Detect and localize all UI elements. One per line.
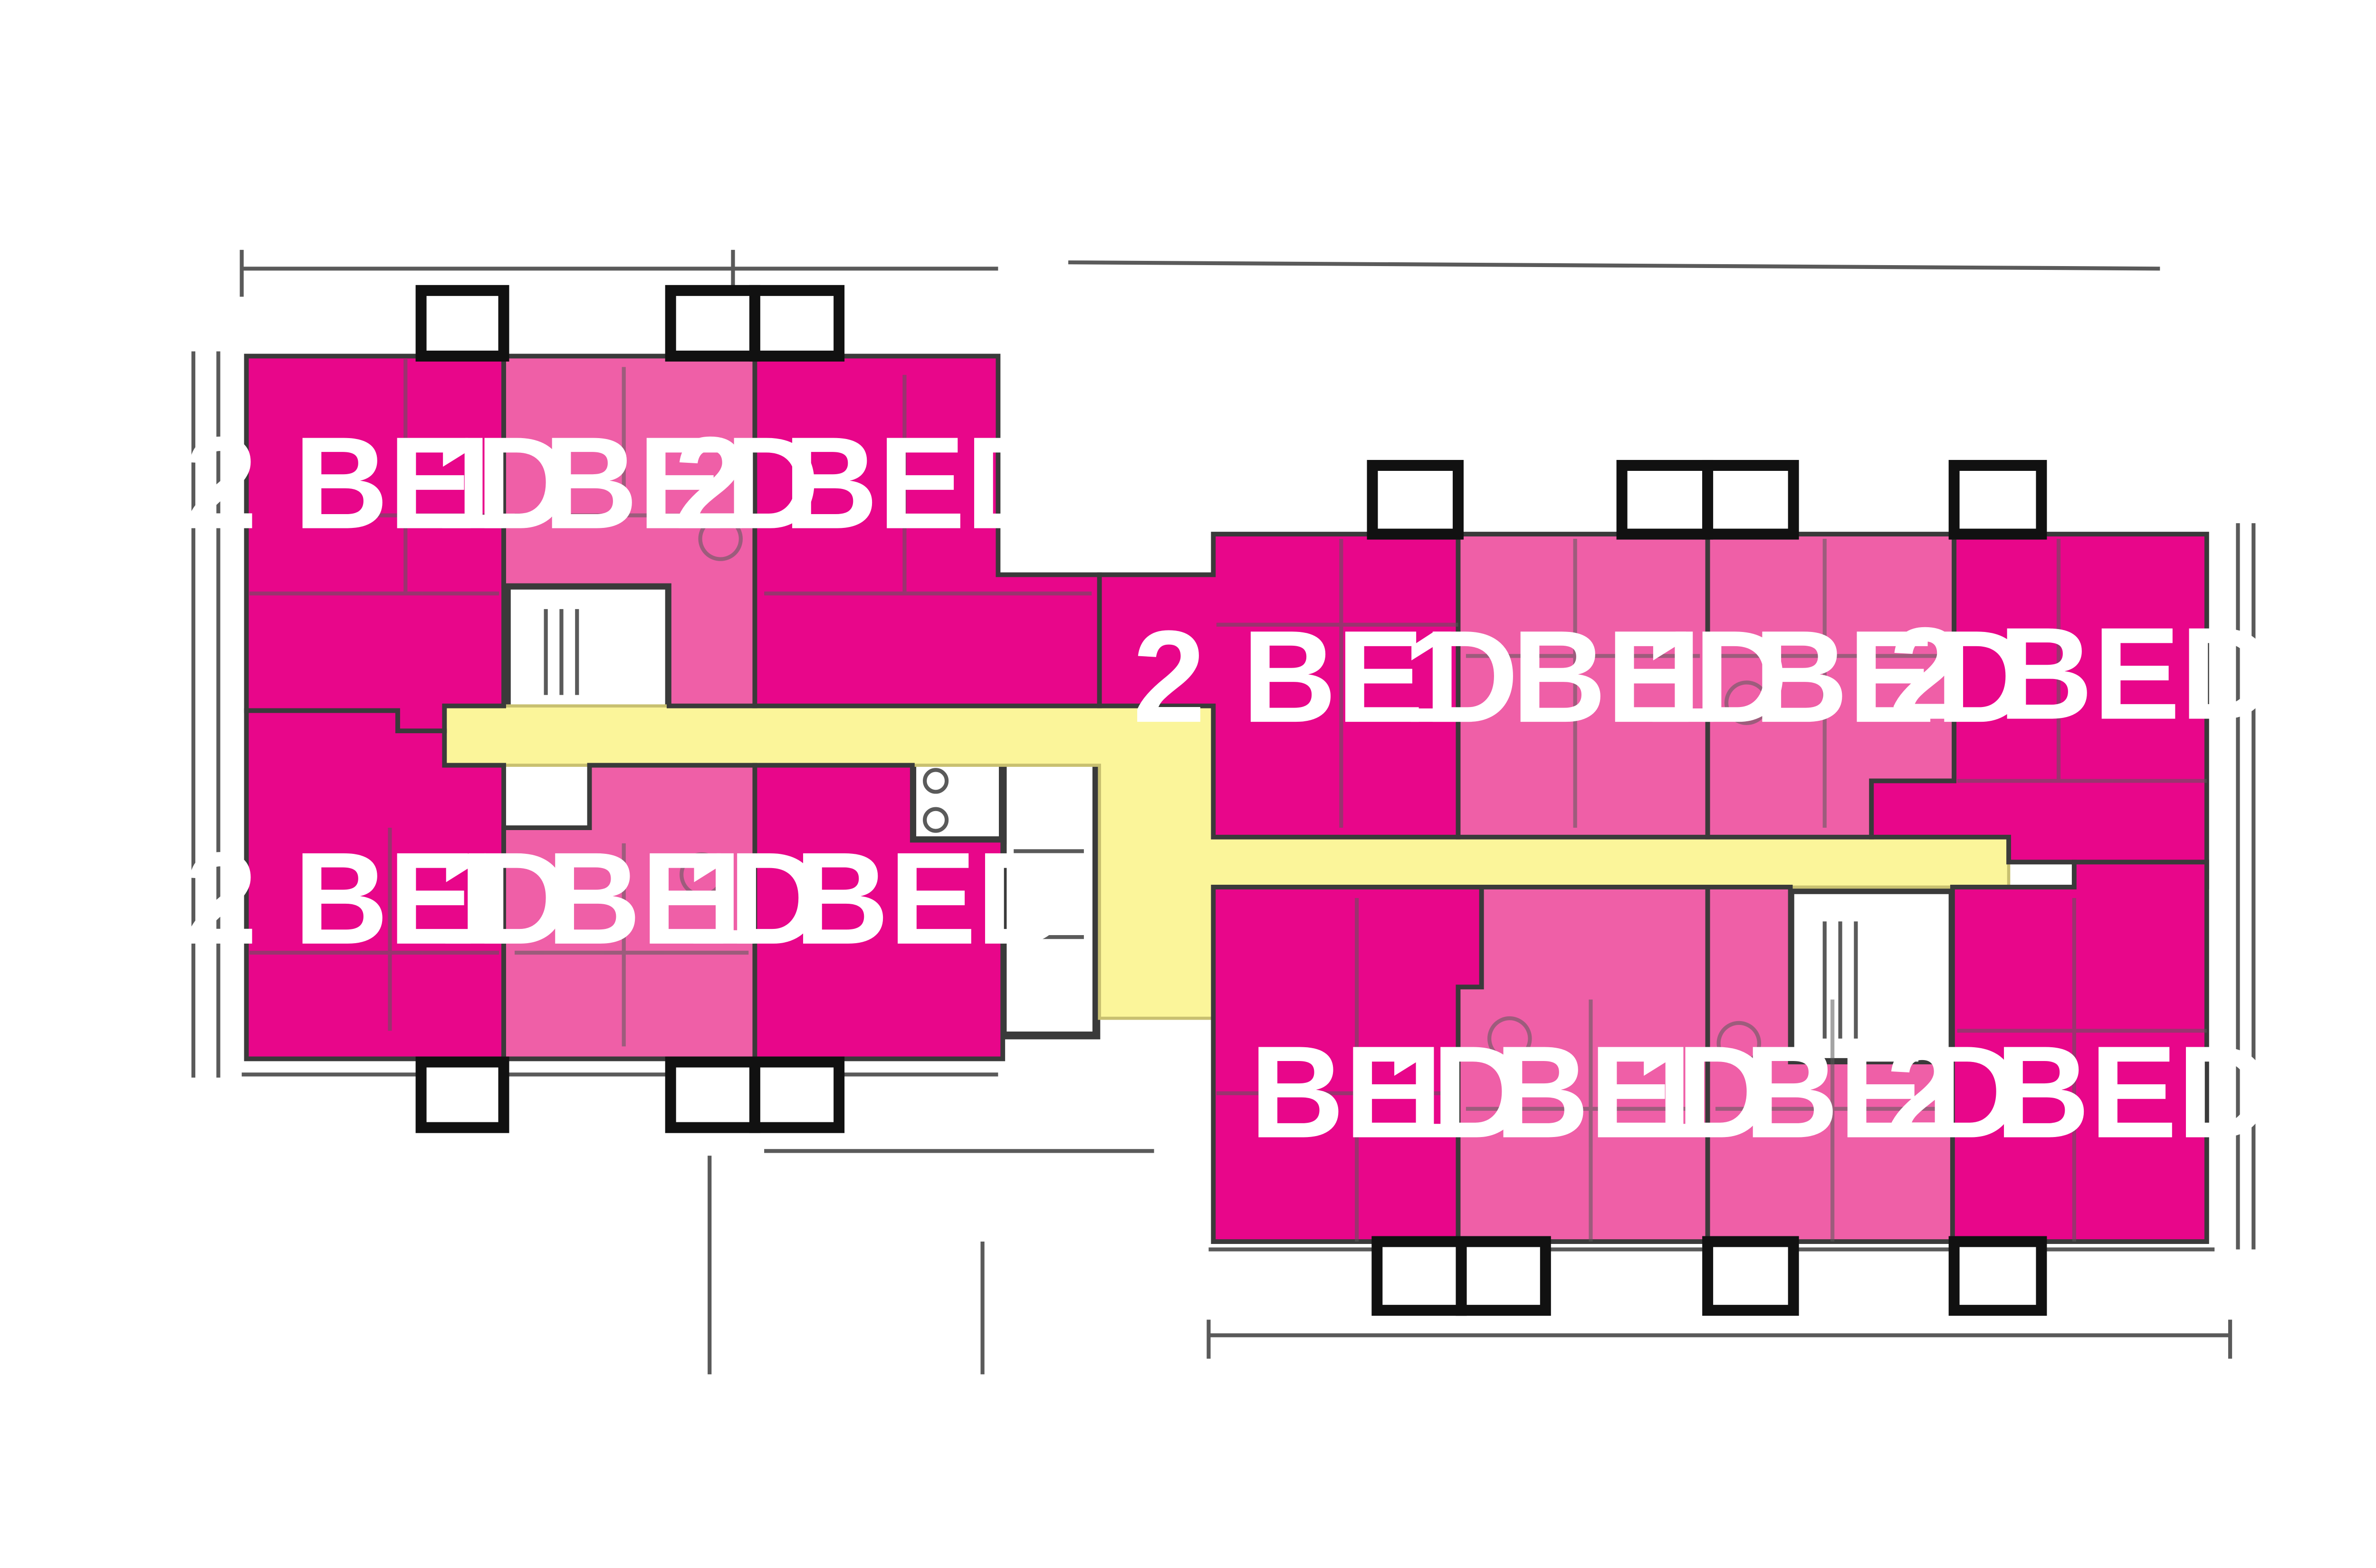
balcony-e-top-1 — [1367, 459, 1464, 540]
balcony-e-top-2 — [1616, 459, 1714, 540]
balcony-e-bot-4 — [1948, 1236, 2047, 1316]
unit-label-e-top-4: 2 BED — [1889, 600, 2275, 746]
dimension-lines — [191, 249, 2256, 1375]
unit-label-e-top-3: 1 BED — [1644, 603, 2030, 750]
unit-label-w-bot-1: 2 BED — [184, 825, 570, 972]
unit-label-w-top-2: 1 BED — [434, 410, 820, 556]
unit-w-bot-1 — [244, 708, 506, 1061]
balcony-w-top-2 — [665, 285, 760, 362]
unit-label-e-bot-4: 2 BED — [1886, 1019, 2272, 1165]
balcony-e-bot-2 — [1456, 1236, 1551, 1316]
unit-label-e-top-2: 1 BED — [1402, 603, 1788, 750]
unit-label-e-bot-1: 2 BED — [1140, 1019, 1526, 1165]
room-linework — [249, 359, 2207, 1242]
balcony-w-bot-3 — [749, 1056, 845, 1133]
balcony-w-bot-2 — [665, 1056, 760, 1133]
balcony-e-top-4 — [1948, 459, 2047, 540]
unit-labels: 2 BED 1 BED 2 BED 2 BED 1 BED 1 BED 2 BE… — [184, 410, 2275, 1165]
balconies — [415, 285, 2047, 1316]
unit-label-w-bot-3: 1 BED — [685, 825, 1071, 972]
balcony-e-top-3 — [1702, 459, 1799, 540]
unit-label-e-top-1: 2 BED — [1133, 603, 1519, 750]
unit-e-top-4 — [1869, 532, 2209, 889]
unit-label-e-bot-3: 1 BED — [1635, 1019, 2021, 1165]
unit-label-w-bot-2: 1 BED — [437, 825, 823, 972]
unit-label-e-bot-2: 1 BED — [1385, 1019, 1771, 1165]
unit-label-w-top-3: 2 BED — [674, 410, 1060, 556]
balcony-e-bot-3 — [1702, 1236, 1799, 1316]
apartment-units — [244, 354, 2209, 1244]
balcony-w-top-3 — [749, 285, 845, 362]
balcony-e-bot-1 — [1371, 1236, 1467, 1316]
unit-label-w-top-1: 2 BED — [184, 410, 570, 556]
balcony-w-bot-1 — [415, 1056, 509, 1133]
balcony-w-top-1 — [415, 285, 509, 362]
